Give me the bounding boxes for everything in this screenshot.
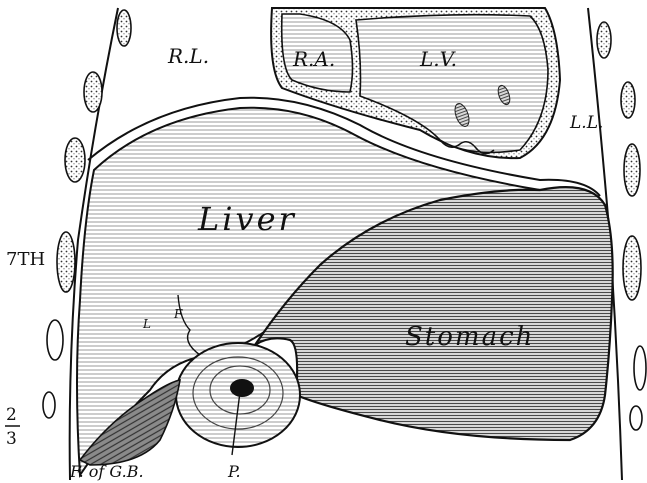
label-rib-7th: 7TH (6, 249, 45, 270)
label-liver: Liver (197, 200, 297, 238)
pylorus (176, 343, 300, 455)
label-left-lung: L.L. (569, 113, 603, 133)
label-ligament-l: L (142, 317, 151, 331)
label-fraction-numerator: 2 (6, 405, 17, 425)
label-left-ventricle: L.V. (419, 47, 457, 71)
label-pylorus: P. (227, 462, 241, 481)
label-stomach: Stomach (405, 322, 534, 352)
label-right-atrium: R.A. (292, 47, 335, 71)
label-fundus-gall-bladder: F. of G.B. (69, 462, 144, 481)
label-ligament-f: F (173, 307, 183, 321)
label-right-lung: R.L. (167, 44, 209, 68)
label-fraction-denominator: 3 (6, 429, 17, 449)
left-ventricle-chamber (356, 15, 548, 153)
